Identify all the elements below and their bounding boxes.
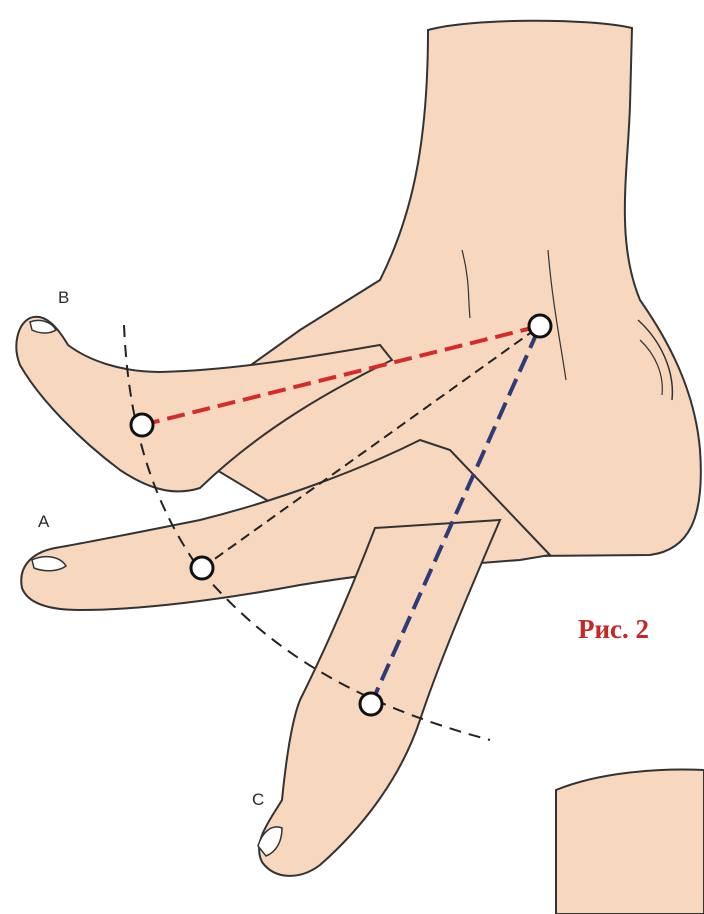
marker-c [360, 693, 382, 715]
label-c: C [252, 790, 264, 810]
marker-pivot [529, 315, 551, 337]
marker-a [191, 557, 213, 579]
label-b: B [58, 288, 69, 308]
label-a: A [38, 512, 49, 532]
partial-figure [556, 770, 704, 914]
nail-b [30, 320, 56, 333]
figure-caption: Рис. 2 [578, 614, 649, 645]
marker-b [131, 414, 153, 436]
